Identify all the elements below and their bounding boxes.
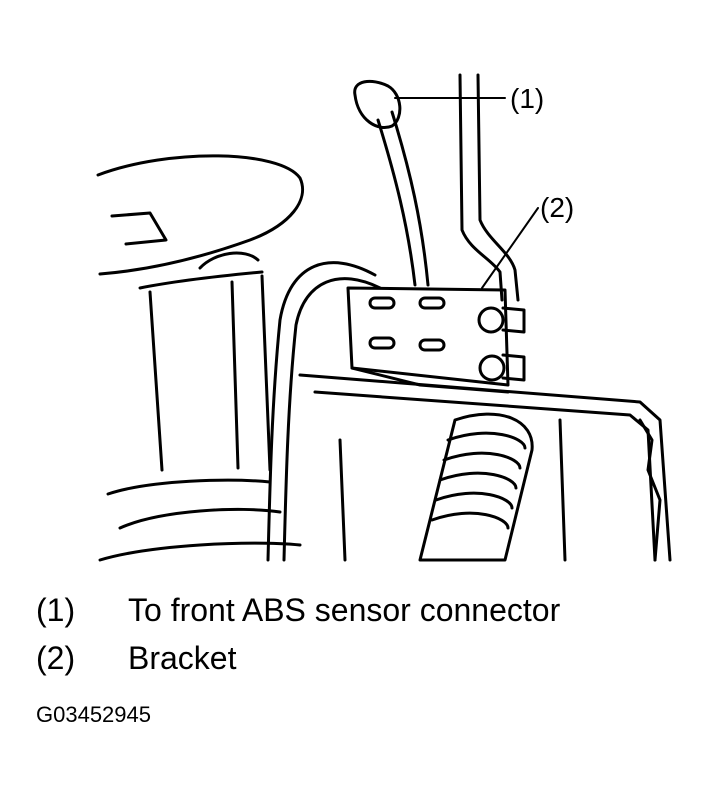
callout-1-label: (1) bbox=[510, 83, 544, 114]
leader-line-2 bbox=[481, 207, 539, 289]
strut-tower bbox=[96, 154, 304, 562]
legend-item-number: (1) bbox=[36, 592, 76, 628]
sensor-connector bbox=[353, 79, 402, 129]
frame-member bbox=[298, 373, 672, 562]
legend-item-text: To front ABS sensor connector bbox=[128, 592, 561, 628]
legend-item-text: Bracket bbox=[128, 640, 237, 676]
abs-bracket-diagram: (1) (2) bbox=[96, 73, 672, 562]
legend-item-1: (1) To front ABS sensor connector bbox=[36, 586, 560, 634]
figure-id: G03452945 bbox=[36, 702, 151, 727]
sensor-harness bbox=[266, 110, 430, 562]
legend-item-number: (2) bbox=[36, 640, 76, 676]
callout-2-label: (2) bbox=[540, 192, 574, 223]
body-panel bbox=[458, 73, 520, 302]
rubber-boot bbox=[418, 412, 534, 562]
legend-item-2: (2) Bracket bbox=[36, 634, 560, 682]
legend: (1) To front ABS sensor connector (2) Br… bbox=[36, 586, 560, 682]
bracket bbox=[346, 286, 526, 394]
